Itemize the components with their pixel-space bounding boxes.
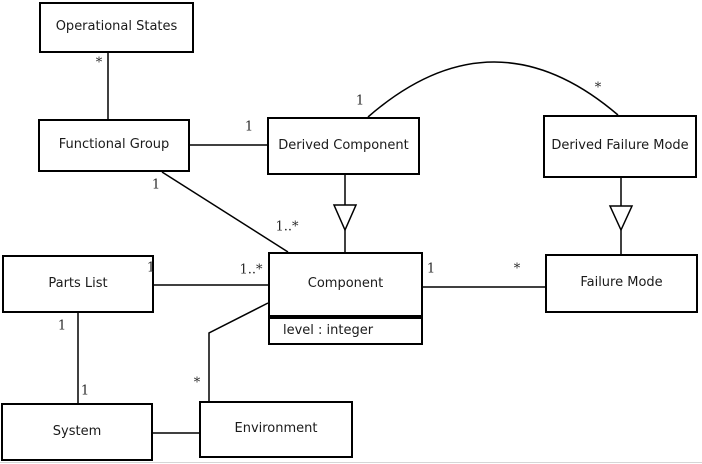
multiplicity-environment-top: * xyxy=(193,375,201,391)
class-box-derived-component[interactable]: Derived Component xyxy=(267,117,420,175)
multiplicity-component-upper: 1..* xyxy=(275,219,299,235)
multiplicity-failure-mode-left: * xyxy=(513,261,521,277)
class-label-derived-component: Derived Component xyxy=(278,137,409,153)
class-box-derived-failure-mode[interactable]: Derived Failure Mode xyxy=(543,115,697,178)
edge-derived-component-derived-failure-mode-arc xyxy=(367,61,619,118)
class-label-component: Component xyxy=(307,276,384,292)
class-label-failure-mode: Failure Mode xyxy=(580,275,663,291)
generalization-arrow-derived-component xyxy=(332,204,358,232)
class-label-functional-group: Functional Group xyxy=(58,137,170,153)
multiplicity-derived-component-near: 1 xyxy=(244,119,254,135)
class-box-environment[interactable]: Environment xyxy=(199,401,353,458)
class-label-system: System xyxy=(52,423,102,439)
class-box-operational-states[interactable]: Operational States xyxy=(39,2,194,53)
class-label-operational-states: Operational States xyxy=(55,19,178,35)
multiplicity-arc-derived-component: 1 xyxy=(355,93,365,109)
multiplicity-functional-group-lower: 1 xyxy=(151,177,161,193)
class-box-parts-list[interactable]: Parts List xyxy=(2,255,154,313)
class-box-functional-group[interactable]: Functional Group xyxy=(38,119,190,172)
generalization-arrow-derived-failure-mode xyxy=(608,205,634,232)
multiplicity-system-top: 1 xyxy=(80,383,90,399)
class-attribute-level: level : integer xyxy=(283,322,374,338)
class-box-failure-mode[interactable]: Failure Mode xyxy=(545,254,698,313)
multiplicity-component-left: 1..* xyxy=(239,262,263,278)
multiplicity-operational-states: * xyxy=(95,55,103,71)
class-box-system[interactable]: System xyxy=(1,403,153,461)
edge-environment-component xyxy=(208,302,269,401)
edge-functional-group-component xyxy=(161,171,289,253)
multiplicity-parts-list-right: 1 xyxy=(146,260,156,276)
multiplicity-component-right: 1 xyxy=(426,261,436,277)
multiplicity-arc-derived-failure-mode: * xyxy=(594,80,602,96)
class-attribute-compartment-component[interactable]: level : integer xyxy=(268,317,423,345)
class-label-derived-failure-mode: Derived Failure Mode xyxy=(551,138,689,154)
multiplicity-parts-list-bottom: 1 xyxy=(57,318,67,334)
class-box-component[interactable]: Component xyxy=(268,252,423,317)
image-bottom-edge xyxy=(0,462,702,463)
class-label-parts-list: Parts List xyxy=(48,275,108,291)
class-label-environment: Environment xyxy=(234,421,318,437)
